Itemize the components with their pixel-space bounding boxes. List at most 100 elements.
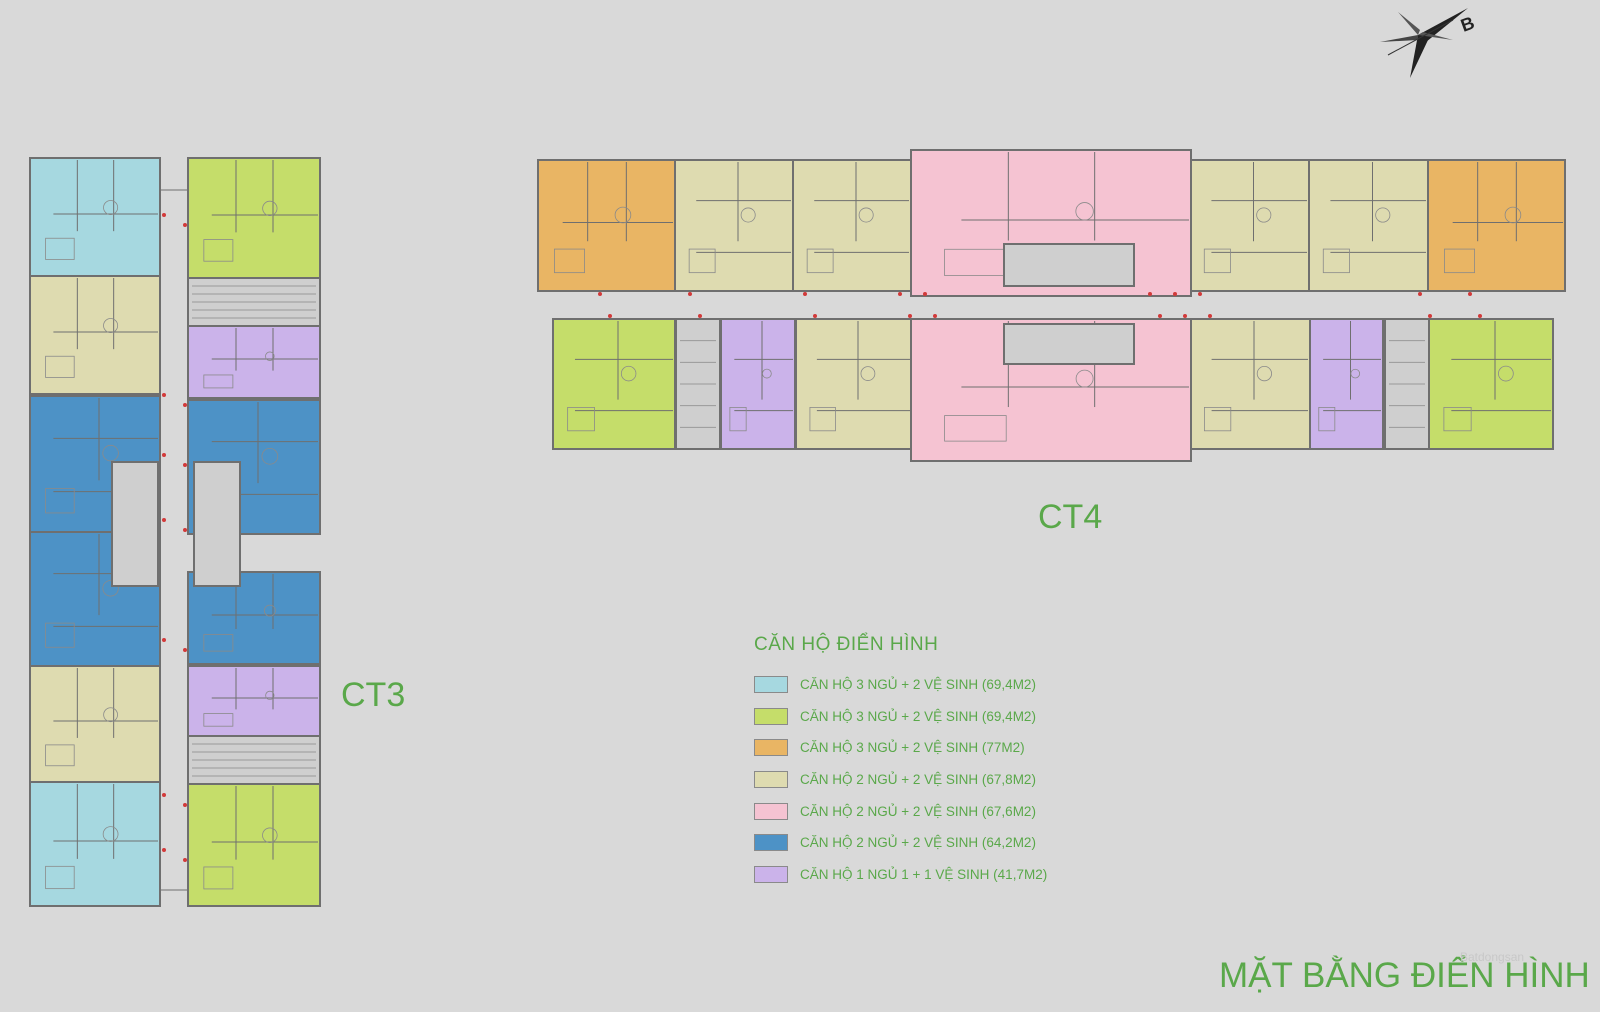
bed-icon [45,355,75,378]
ct3-apartment-unit [187,783,321,907]
ct4-apartment-unit [1189,159,1310,292]
compass-letter: B [1458,13,1477,36]
door-marker [1198,292,1202,296]
building-label-ct4: CT4 [1038,498,1103,536]
bed-icon [806,248,834,274]
door-marker [162,213,166,217]
ct4-elevator-core [1003,243,1135,287]
ct3-apartment-unit [187,665,321,737]
door-marker [933,314,937,318]
bed-icon [567,406,595,432]
table-icon [1075,369,1094,388]
ct3-apartment-unit [187,325,321,399]
bed-icon [45,744,75,767]
legend-swatch [754,739,788,757]
legend: CĂN HỘ ĐIỂN HÌNH CĂN HỘ 3 NGỦ + 2 VỆ SIN… [754,634,1047,890]
ct3-apartment-unit [187,157,321,279]
door-marker [813,314,817,318]
door-marker [923,292,927,296]
ct3-apartment-unit [187,571,321,665]
table-icon [263,604,276,617]
table-icon [103,707,118,723]
door-marker [183,528,187,532]
door-marker [598,292,602,296]
ct4-apartment-unit [1428,318,1554,450]
ct4-apartment-unit [537,159,676,292]
ct4-apartment-unit [1308,159,1429,292]
bed-icon [1444,248,1475,274]
door-marker [183,648,187,652]
legend-swatch [754,771,788,789]
bed-icon [1322,248,1350,274]
door-marker [162,393,166,397]
table-icon [740,207,756,223]
door-marker [1468,292,1472,296]
door-marker [183,463,187,467]
door-marker [1183,314,1187,318]
table-icon [1350,368,1361,379]
door-marker [898,292,902,296]
door-marker [1158,314,1162,318]
legend-label: CĂN HỘ 3 NGỦ + 2 VỆ SINH (77M2) [800,740,1025,756]
table-icon [1256,207,1272,223]
table-icon [620,365,637,382]
legend-item: CĂN HỘ 3 NGỦ + 2 VỆ SINH (77M2) [754,732,1047,764]
table-icon [1256,365,1273,382]
bed-icon [554,248,585,274]
bed-icon [45,488,75,514]
bed-icon [688,248,716,274]
ct4-apartment-unit [1309,318,1384,450]
legend-item: CĂN HỘ 2 NGỦ + 2 VỆ SINH (67,6M2) [754,795,1047,827]
ct4-apartment-unit [795,318,913,450]
legend-item: CĂN HỘ 2 NGỦ + 2 VỆ SINH (64,2M2) [754,827,1047,859]
bed-icon [45,622,75,648]
table-icon [1075,202,1094,221]
ct4-elevator-core [1003,323,1135,365]
bed-icon [45,865,75,890]
door-marker [162,518,166,522]
legend-swatch [754,865,788,883]
legend-label: CĂN HỘ 3 NGỦ + 2 VỆ SINH (69,4M2) [800,677,1036,693]
legend-swatch [754,676,788,694]
door-marker [1478,314,1482,318]
door-marker [803,292,807,296]
door-marker [1428,314,1432,318]
door-marker [183,403,187,407]
door-marker [162,793,166,797]
ct4-apartment-unit [910,149,1192,297]
bed-icon [944,415,1007,442]
legend-label: CĂN HỘ 3 NGỦ + 2 VỆ SINH (69,4M2) [800,708,1036,724]
legend-item: CĂN HỘ 2 NGỦ + 2 VỆ SINH (67,8M2) [754,764,1047,796]
ct3-apartment-unit [29,157,161,277]
bed-icon [1318,406,1336,432]
door-marker [1208,314,1212,318]
table-icon [265,351,275,361]
door-marker [1173,292,1177,296]
ct3-elevator-core [193,461,241,587]
bed-icon [203,374,234,389]
watermark: Batdongsan [1460,950,1525,964]
bed-icon [203,239,234,262]
ct4-apartment-unit [674,159,794,292]
door-marker [1148,292,1152,296]
table-icon [762,368,772,379]
ct4-apartment-unit [720,318,796,450]
ct3-apartment-unit [29,781,161,907]
building-label-ct3: CT3 [341,676,406,714]
legend-title: CĂN HỘ ĐIỂN HÌNH [754,634,939,655]
door-marker [908,314,912,318]
legend-swatch [754,707,788,725]
ct3-apartment-unit [29,665,161,783]
legend-item: CĂN HỘ 3 NGỦ + 2 VỆ SINH (69,4M2) [754,701,1047,733]
legend-label: CĂN HỘ 2 NGỦ + 2 VỆ SINH (67,6M2) [800,803,1036,819]
ct4-apartment-unit [1189,318,1311,450]
door-marker [162,638,166,642]
table-icon [102,826,119,842]
ct4-apartment-unit [552,318,676,450]
table-icon [614,206,632,224]
table-icon [262,827,278,843]
bed-icon [1443,406,1472,432]
table-icon [858,207,874,223]
plan-title: MẶT BẰNG ĐIỂN HÌNH [1219,956,1590,995]
